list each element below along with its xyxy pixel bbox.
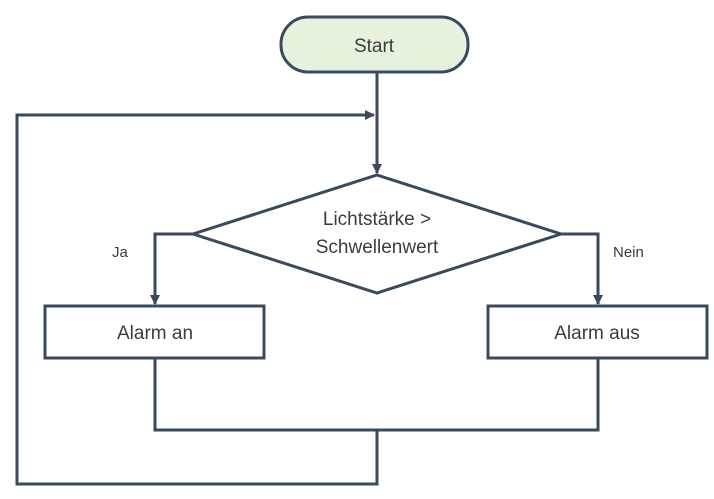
start-node (279, 15, 470, 74)
edge-no-label: Nein (613, 244, 644, 261)
edge-no (561, 232, 603, 305)
alarm-off-label: Alarm aus (554, 323, 640, 344)
start-label: Start (354, 36, 395, 57)
edge-merge (153, 358, 600, 432)
edge-yes (150, 232, 193, 305)
decision-label-line1: Lichtstärke > (323, 209, 431, 230)
decision-node (188, 173, 566, 295)
alarm-on-node (43, 304, 266, 360)
edge-loop-back (15, 110, 379, 486)
decision-label-line2: Schwellenwert (316, 237, 439, 258)
alarm-on-label: Alarm an (117, 323, 193, 344)
edge-yes-label: Ja (112, 244, 129, 261)
